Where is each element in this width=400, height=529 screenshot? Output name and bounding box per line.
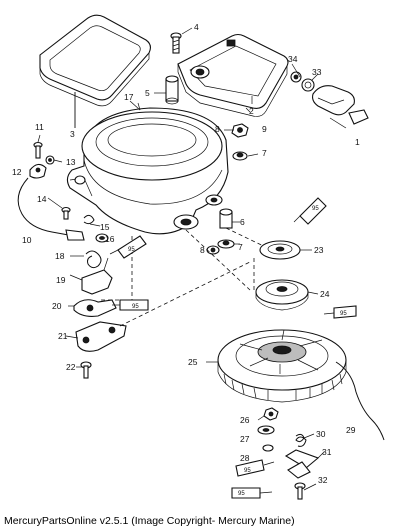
callout-2: 2	[249, 106, 254, 116]
part-8-nut-upper	[231, 123, 249, 138]
callout-34: 34	[288, 54, 298, 64]
part-25-rope-pulley	[217, 329, 347, 403]
callout-3: 3	[70, 129, 75, 139]
callout-labels: 1 2 3 4 5 6 7 7 8 8 9 10 11 12 13 14 15 …	[12, 22, 360, 485]
part-14-screw	[61, 206, 71, 220]
lubricant-tube-2: 95	[109, 235, 147, 259]
callout-1: 1	[355, 137, 360, 147]
part-8-nut-lower	[206, 245, 220, 255]
callout-26: 26	[240, 415, 250, 425]
part-32-screw	[294, 482, 306, 500]
svg-text:95: 95	[238, 491, 245, 497]
part-23-retainer-ring	[259, 240, 301, 260]
part-2-handle-housing	[177, 33, 289, 117]
callout-5: 5	[145, 88, 150, 98]
callout-8a: 8	[215, 124, 220, 134]
callout-4: 4	[194, 22, 199, 32]
part-6-grommet	[219, 208, 233, 229]
part-10-link-rod	[17, 177, 85, 241]
callout-32: 32	[318, 475, 328, 485]
part-24-spring-cup	[255, 279, 309, 311]
part-4-screw	[170, 27, 193, 54]
callout-11: 11	[35, 122, 44, 132]
svg-text:95: 95	[132, 304, 139, 310]
part-30-spring	[295, 433, 307, 447]
lubricant-tube-3: 95	[112, 299, 149, 311]
callout-31: 31	[322, 447, 332, 457]
callout-7b: 7	[238, 242, 243, 252]
part-12-clip	[29, 163, 47, 179]
alignment-line-4	[119, 261, 251, 327]
callout-29: 29	[346, 425, 356, 435]
callout-22: 22	[66, 362, 76, 372]
part-7-washer-upper	[232, 151, 248, 161]
callout-30: 30	[316, 429, 326, 439]
callout-24: 24	[320, 289, 330, 299]
callout-12: 12	[12, 167, 22, 177]
callout-28: 28	[240, 453, 250, 463]
part-21-bracket	[75, 321, 127, 352]
callout-16: 16	[105, 234, 115, 244]
callout-19: 19	[56, 275, 66, 285]
part-26-nut	[263, 407, 279, 421]
callout-7a: 7	[262, 148, 267, 158]
part-15-spring-clip	[83, 214, 95, 225]
part-31-pawl	[284, 449, 320, 479]
callout-14: 14	[37, 194, 47, 204]
svg-text:95: 95	[128, 247, 135, 253]
part-5-sleeve	[154, 75, 179, 105]
part-16-bushing	[95, 233, 109, 243]
part-11-screw	[33, 141, 43, 159]
part-22-screw	[80, 361, 92, 379]
alignment-line-2	[185, 229, 251, 291]
callout-18: 18	[55, 251, 65, 261]
svg-text:95: 95	[312, 206, 319, 212]
lubricant-tube-4: 95	[323, 305, 357, 319]
callout-21: 21	[58, 331, 68, 341]
part-18-spring	[85, 250, 102, 269]
image-caption: MercuryPartsOnline v2.5.1 (Image Copyrig…	[4, 515, 295, 527]
callout-25: 25	[188, 357, 198, 367]
part-34-washer	[290, 71, 302, 83]
callout-9: 9	[262, 124, 267, 134]
leader-lines	[37, 63, 325, 491]
exploded-parts-diagram: 95 95 95 95 95 95	[12, 14, 385, 500]
callout-8b: 8	[200, 245, 205, 255]
callout-27: 27	[240, 434, 250, 444]
part-13-washer	[45, 155, 55, 165]
callout-33: 33	[312, 67, 322, 77]
part-29-starter-rope	[335, 361, 385, 441]
svg-text:95: 95	[340, 311, 347, 317]
callout-13: 13	[66, 157, 76, 167]
part-33-retainer	[301, 78, 315, 92]
part-28-pin	[262, 444, 274, 452]
callout-23: 23	[314, 245, 324, 255]
lubricant-tube-6: 95	[231, 487, 273, 499]
callout-17: 17	[124, 92, 134, 102]
lubricant-tube-5: 95	[235, 459, 275, 477]
callout-6: 6	[240, 217, 245, 227]
callout-15: 15	[100, 222, 110, 232]
callout-20: 20	[52, 301, 62, 311]
lubricant-tube-1: 95	[293, 197, 327, 225]
part-20-pawl	[73, 299, 117, 317]
part-7-washer-lower	[217, 239, 235, 249]
part-1-handle-grip	[312, 85, 369, 129]
svg-text:95: 95	[244, 468, 251, 474]
alignment-line-3	[225, 227, 277, 253]
part-19-lever	[81, 257, 113, 295]
part-27-washer	[257, 425, 275, 435]
callout-10: 10	[22, 235, 32, 245]
part-17-recoil-housing	[66, 102, 229, 235]
